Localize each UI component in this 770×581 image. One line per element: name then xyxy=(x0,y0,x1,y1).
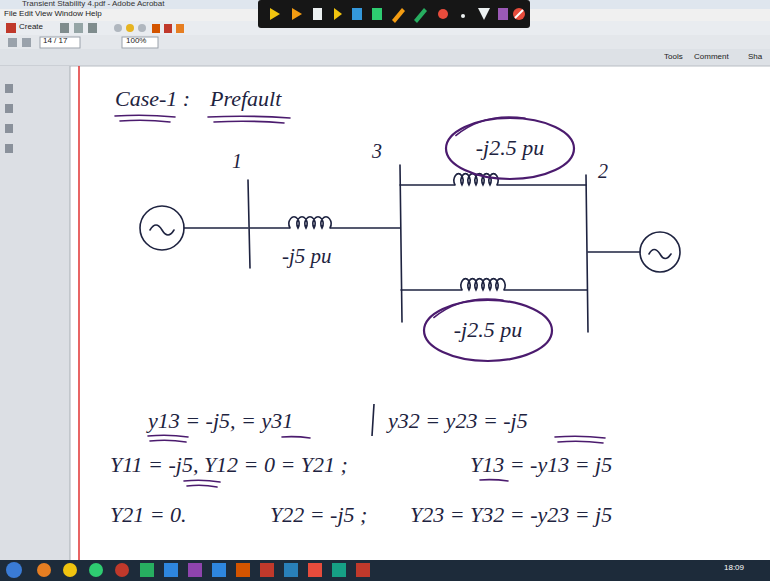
toolbar-icons xyxy=(6,23,184,48)
side-icons xyxy=(5,84,13,153)
task-bar-pane xyxy=(0,49,770,66)
divider xyxy=(0,66,770,67)
bus-number: 2 xyxy=(598,160,608,183)
circled-value: -j2.5 pu xyxy=(423,299,553,362)
margin-line xyxy=(78,66,80,560)
hand-circle xyxy=(446,118,574,179)
window-title: Transient Stability 4.pdf - Adobe Acroba… xyxy=(22,0,164,8)
annotation-icons xyxy=(270,8,525,23)
bus-bar xyxy=(586,175,588,332)
pane-tab: Comment xyxy=(694,52,729,61)
side-panel xyxy=(0,66,70,560)
circuit-drawing xyxy=(140,165,680,332)
hand-circle xyxy=(424,300,552,361)
separator-stroke xyxy=(372,404,374,436)
inductor-symbols xyxy=(289,174,505,290)
bus-number: 1 xyxy=(232,150,242,173)
toolbar-button: Create xyxy=(19,22,43,31)
circled-value: -j2.5 pu xyxy=(445,117,575,180)
bus-number: 3 xyxy=(372,140,382,163)
zoom-level: 100% xyxy=(126,36,146,45)
clock-time: 18:09 xyxy=(724,563,744,572)
bus-bar xyxy=(400,165,402,322)
hand-underlines xyxy=(115,115,605,487)
case-heading: Case-1 : xyxy=(115,86,190,111)
impedance-label: -j5 pu xyxy=(282,244,332,268)
generator-symbol xyxy=(649,250,671,259)
admittance-equation: Y22 = -j5 ; xyxy=(270,502,367,527)
taskbar-icons xyxy=(6,562,370,578)
impedance-label: -j2.5 pu xyxy=(476,135,544,160)
divider xyxy=(70,66,71,560)
pane-tab: Tools xyxy=(664,52,683,61)
admittance-equation: Y13 = -y13 = j5 xyxy=(470,452,612,477)
menu-items: File Edit View Window Help xyxy=(4,9,102,18)
bus-bar xyxy=(248,180,250,268)
inductor-symbol xyxy=(461,279,505,290)
page-number: 14 / 17 xyxy=(43,36,67,45)
inductor-symbol xyxy=(454,174,498,185)
pane-tab: Sha xyxy=(748,52,762,61)
inductor-symbol xyxy=(289,217,331,228)
admittance-equation: y32 = y23 = -j5 xyxy=(388,408,528,433)
generator-symbol xyxy=(140,206,184,250)
os-taskbar xyxy=(0,560,770,581)
admittance-equation: Y21 = 0. xyxy=(110,502,187,527)
generator-symbol xyxy=(150,225,174,235)
hand-circle xyxy=(455,116,525,135)
admittance-equation: Y11 = -j5, Y12 = 0 = Y21 ; xyxy=(110,452,348,477)
admittance-equation: Y23 = Y32 = -y23 = j5 xyxy=(410,502,612,527)
admittance-equation: y13 = -j5, = y31 xyxy=(148,408,293,433)
generator-symbol xyxy=(640,232,680,272)
tool-bar xyxy=(0,35,770,49)
hand-circle xyxy=(433,298,503,317)
annotation-toolbar xyxy=(258,0,530,28)
impedance-label: -j2.5 pu xyxy=(454,317,522,342)
case-heading: Prefault xyxy=(210,86,281,111)
